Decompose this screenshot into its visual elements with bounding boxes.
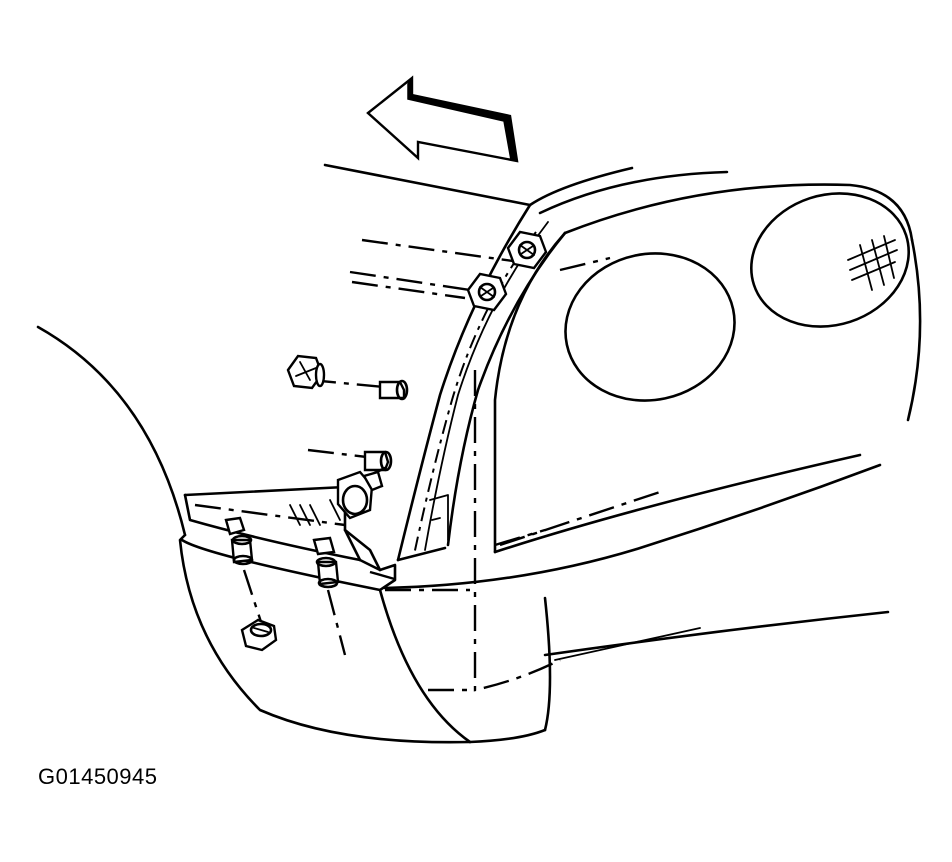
upper-nut-2 <box>466 272 508 312</box>
lower-nut <box>240 618 278 652</box>
lamp-bracket <box>183 466 397 592</box>
inner-lens <box>564 252 736 402</box>
body-panel <box>323 163 922 744</box>
figure-code: G01450945 <box>38 764 158 789</box>
lens-hatch <box>847 235 898 291</box>
lower-stud-right <box>312 536 347 656</box>
lamp-lenses <box>564 192 910 402</box>
middle-stud <box>363 450 393 472</box>
body-opening <box>385 231 661 692</box>
direction-arrow <box>366 75 519 163</box>
loose-nut <box>286 354 409 401</box>
lower-stud-left <box>224 516 264 626</box>
outer-lens <box>750 192 910 328</box>
rear-fender <box>36 325 547 744</box>
upper-nut-1 <box>506 230 548 270</box>
